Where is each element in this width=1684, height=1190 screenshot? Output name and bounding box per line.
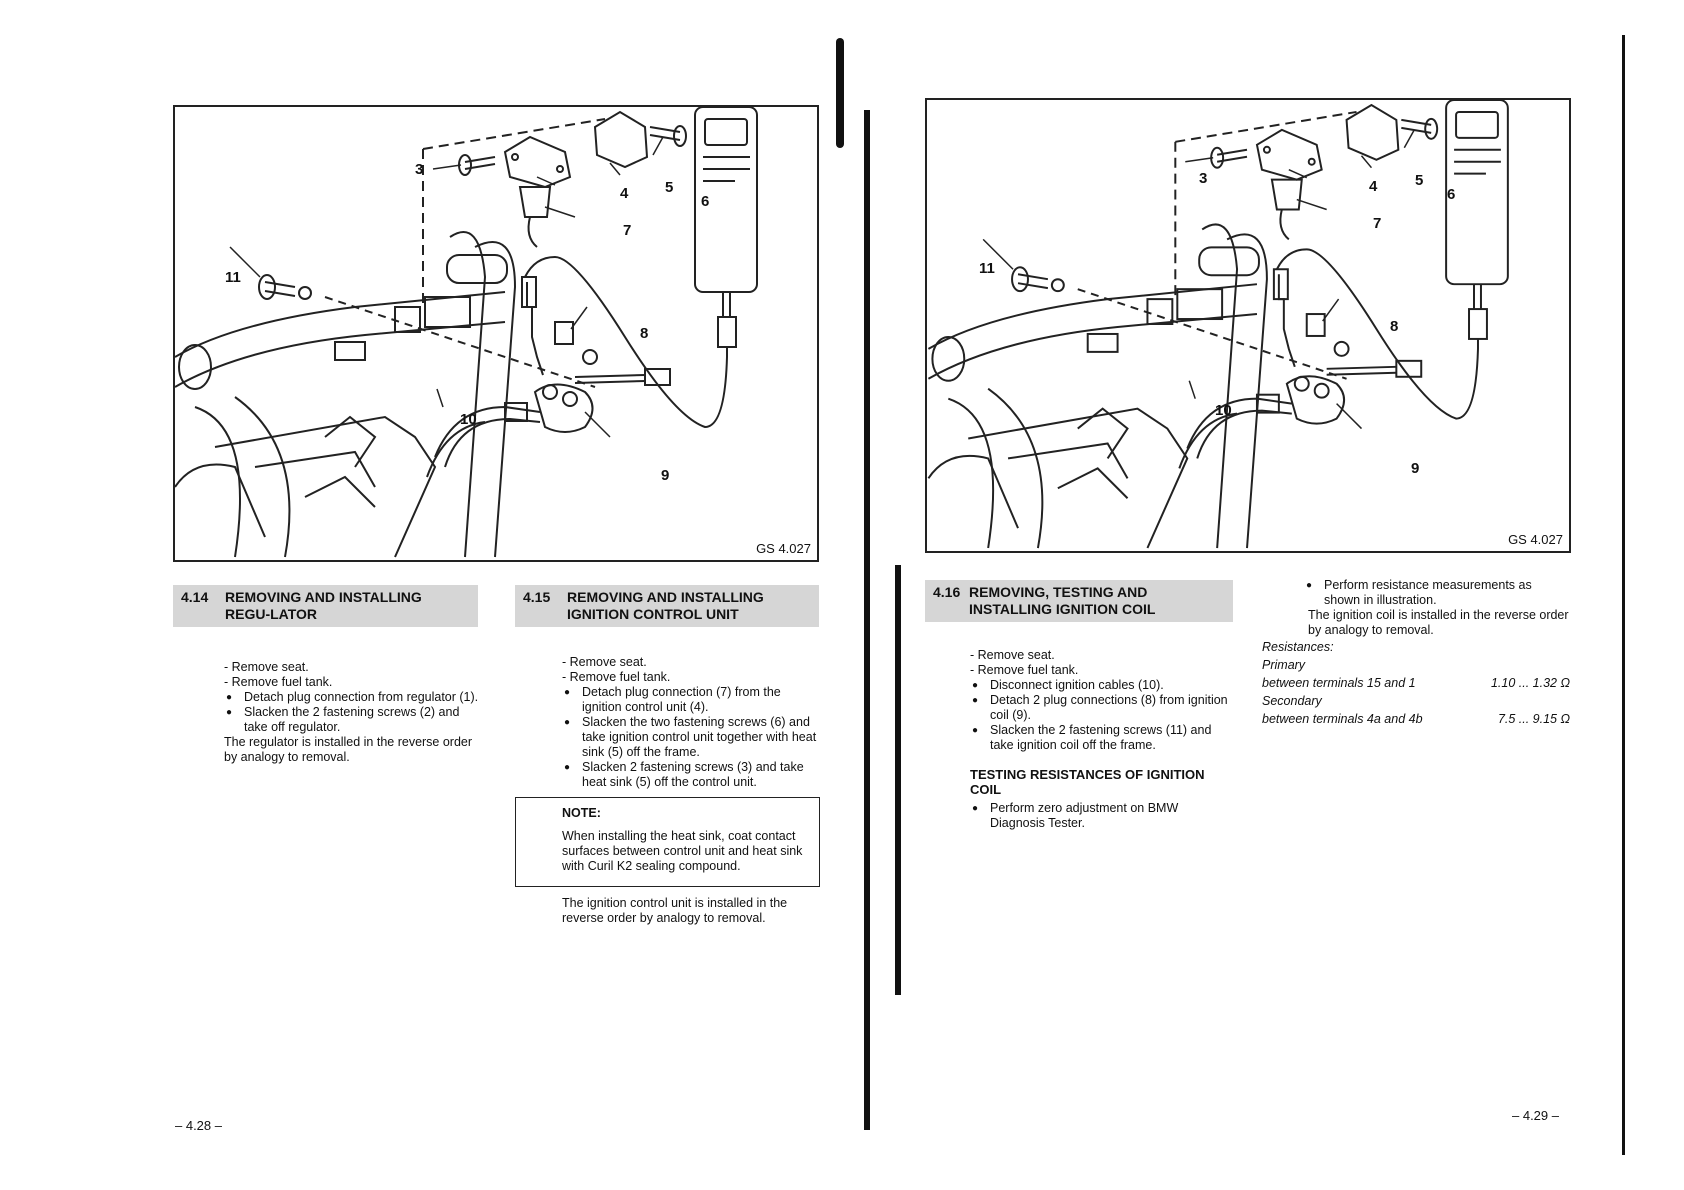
callout-6: 6 bbox=[701, 193, 710, 210]
step-bullet: Detach plug connection from regulator (1… bbox=[224, 690, 484, 705]
step-line: - Remove fuel tank. bbox=[224, 675, 333, 689]
step-bullet: Detach plug connection (7) from the igni… bbox=[562, 685, 820, 715]
note-box: NOTE: When installing the heat sink, coa… bbox=[515, 797, 820, 887]
page-number-left: – 4.28 – bbox=[175, 1118, 222, 1133]
resistances-label: Resistances: bbox=[1262, 640, 1334, 654]
heading-4-14: 4.14 REMOVING AND INSTALLING REGU-LATOR bbox=[173, 585, 478, 627]
step-bullet: Slacken the 2 fastening screws (2) and t… bbox=[224, 705, 484, 735]
closing-text: The ignition coil is installed in the re… bbox=[1308, 608, 1569, 637]
step-bullet: Slacken the 2 fastening screws (11) and … bbox=[970, 723, 1232, 753]
ignition-system-illustration bbox=[175, 107, 758, 558]
note-title: NOTE: bbox=[562, 806, 601, 820]
callout-7: 7 bbox=[1373, 215, 1382, 232]
callout-6: 6 bbox=[1447, 186, 1456, 203]
binding-shadow bbox=[864, 110, 870, 1130]
step-bullet: Perform zero adjustment on BMW Diagnosis… bbox=[970, 801, 1232, 831]
secondary-value: 7.5 ... 9.15 Ω bbox=[1497, 712, 1570, 726]
left-figure: 3 4 5 6 7 8 9 10 11 GS 4.027 bbox=[173, 105, 819, 562]
heading-4-15: 4.15 REMOVING AND INSTALLING IGNITION CON… bbox=[515, 585, 819, 627]
section-4-15-closing: The ignition control unit is installed i… bbox=[562, 896, 820, 926]
section-number: 4.14 bbox=[181, 589, 209, 605]
secondary-label: Secondary bbox=[1262, 694, 1322, 708]
section-number: 4.16 bbox=[933, 584, 961, 600]
callout-5: 5 bbox=[1415, 172, 1424, 189]
section-title: REMOVING AND INSTALLING REGU-LATOR bbox=[225, 589, 422, 622]
section-number: 4.15 bbox=[523, 589, 551, 605]
primary-label: Primary bbox=[1262, 658, 1306, 672]
testing-heading: TESTING RESISTANCES OF IGNITION COIL bbox=[970, 767, 1205, 797]
note-text: When installing the heat sink, coat cont… bbox=[562, 829, 803, 873]
page-number-right: – 4.29 – bbox=[1512, 1108, 1559, 1123]
step-bullet: Perform resistance measurements as shown… bbox=[1304, 578, 1570, 608]
callout-5: 5 bbox=[665, 179, 674, 196]
step-bullet: Disconnect ignition cables (10). bbox=[970, 678, 1232, 693]
ignition-system-illustration bbox=[927, 100, 1509, 549]
step-line: - Remove seat. bbox=[970, 648, 1055, 662]
callout-7: 7 bbox=[623, 222, 632, 239]
step-line: - Remove fuel tank. bbox=[970, 663, 1079, 677]
section-4-16-body: - Remove seat. - Remove fuel tank. Disco… bbox=[970, 648, 1232, 831]
callout-4: 4 bbox=[1369, 178, 1378, 195]
section-title: REMOVING AND INSTALLING IGNITION CONTROL… bbox=[567, 589, 764, 622]
callout-11: 11 bbox=[225, 269, 241, 286]
section-4-15-body: - Remove seat. - Remove fuel tank. Detac… bbox=[562, 655, 820, 790]
figure-code: GS 4.027 bbox=[756, 541, 811, 556]
primary-row: between terminals 15 and 1 1.10 ... 1.32… bbox=[1262, 676, 1570, 691]
step-bullet: Detach 2 plug connections (8) from ignit… bbox=[970, 693, 1232, 723]
step-line: - Remove seat. bbox=[562, 655, 647, 669]
page-edge-line bbox=[1622, 35, 1625, 1155]
binding-shadow bbox=[895, 565, 901, 995]
step-line: - Remove fuel tank. bbox=[562, 670, 671, 684]
primary-value: 1.10 ... 1.32 Ω bbox=[1490, 676, 1570, 690]
callout-10: 10 bbox=[1215, 402, 1232, 419]
callout-10: 10 bbox=[460, 411, 477, 428]
right-figure: 3 4 5 6 7 8 9 10 11 GS 4.027 bbox=[925, 98, 1571, 553]
callout-9: 9 bbox=[1411, 460, 1420, 477]
right-column-body: Perform resistance measurements as shown… bbox=[1262, 578, 1570, 727]
secondary-row: between terminals 4a and 4b 7.5 ... 9.15… bbox=[1262, 712, 1570, 727]
callout-3: 3 bbox=[1199, 170, 1208, 187]
heading-4-16: 4.16 REMOVING, TESTING AND INSTALLING IGN… bbox=[925, 580, 1233, 622]
callout-8: 8 bbox=[1390, 318, 1399, 335]
callout-9: 9 bbox=[661, 467, 670, 484]
callout-3: 3 bbox=[415, 161, 424, 178]
callout-11: 11 bbox=[979, 260, 995, 277]
callout-8: 8 bbox=[640, 325, 649, 342]
binding-shadow bbox=[836, 38, 844, 148]
section-title: REMOVING, TESTING AND INSTALLING IGNITIO… bbox=[969, 584, 1156, 617]
callout-4: 4 bbox=[620, 185, 629, 202]
secondary-terminals: between terminals 4a and 4b bbox=[1262, 712, 1423, 726]
step-bullet: Slacken 2 fastening screws (3) and take … bbox=[562, 760, 820, 790]
closing-text: The ignition control unit is installed i… bbox=[562, 896, 788, 925]
section-4-14-body: - Remove seat. - Remove fuel tank. Detac… bbox=[224, 660, 484, 765]
closing-text: The regulator is installed in the revers… bbox=[224, 735, 473, 764]
figure-code: GS 4.027 bbox=[1508, 532, 1563, 547]
step-line: - Remove seat. bbox=[224, 660, 309, 674]
primary-terminals: between terminals 15 and 1 bbox=[1262, 676, 1416, 690]
step-bullet: Slacken the two fastening screws (6) and… bbox=[562, 715, 820, 760]
